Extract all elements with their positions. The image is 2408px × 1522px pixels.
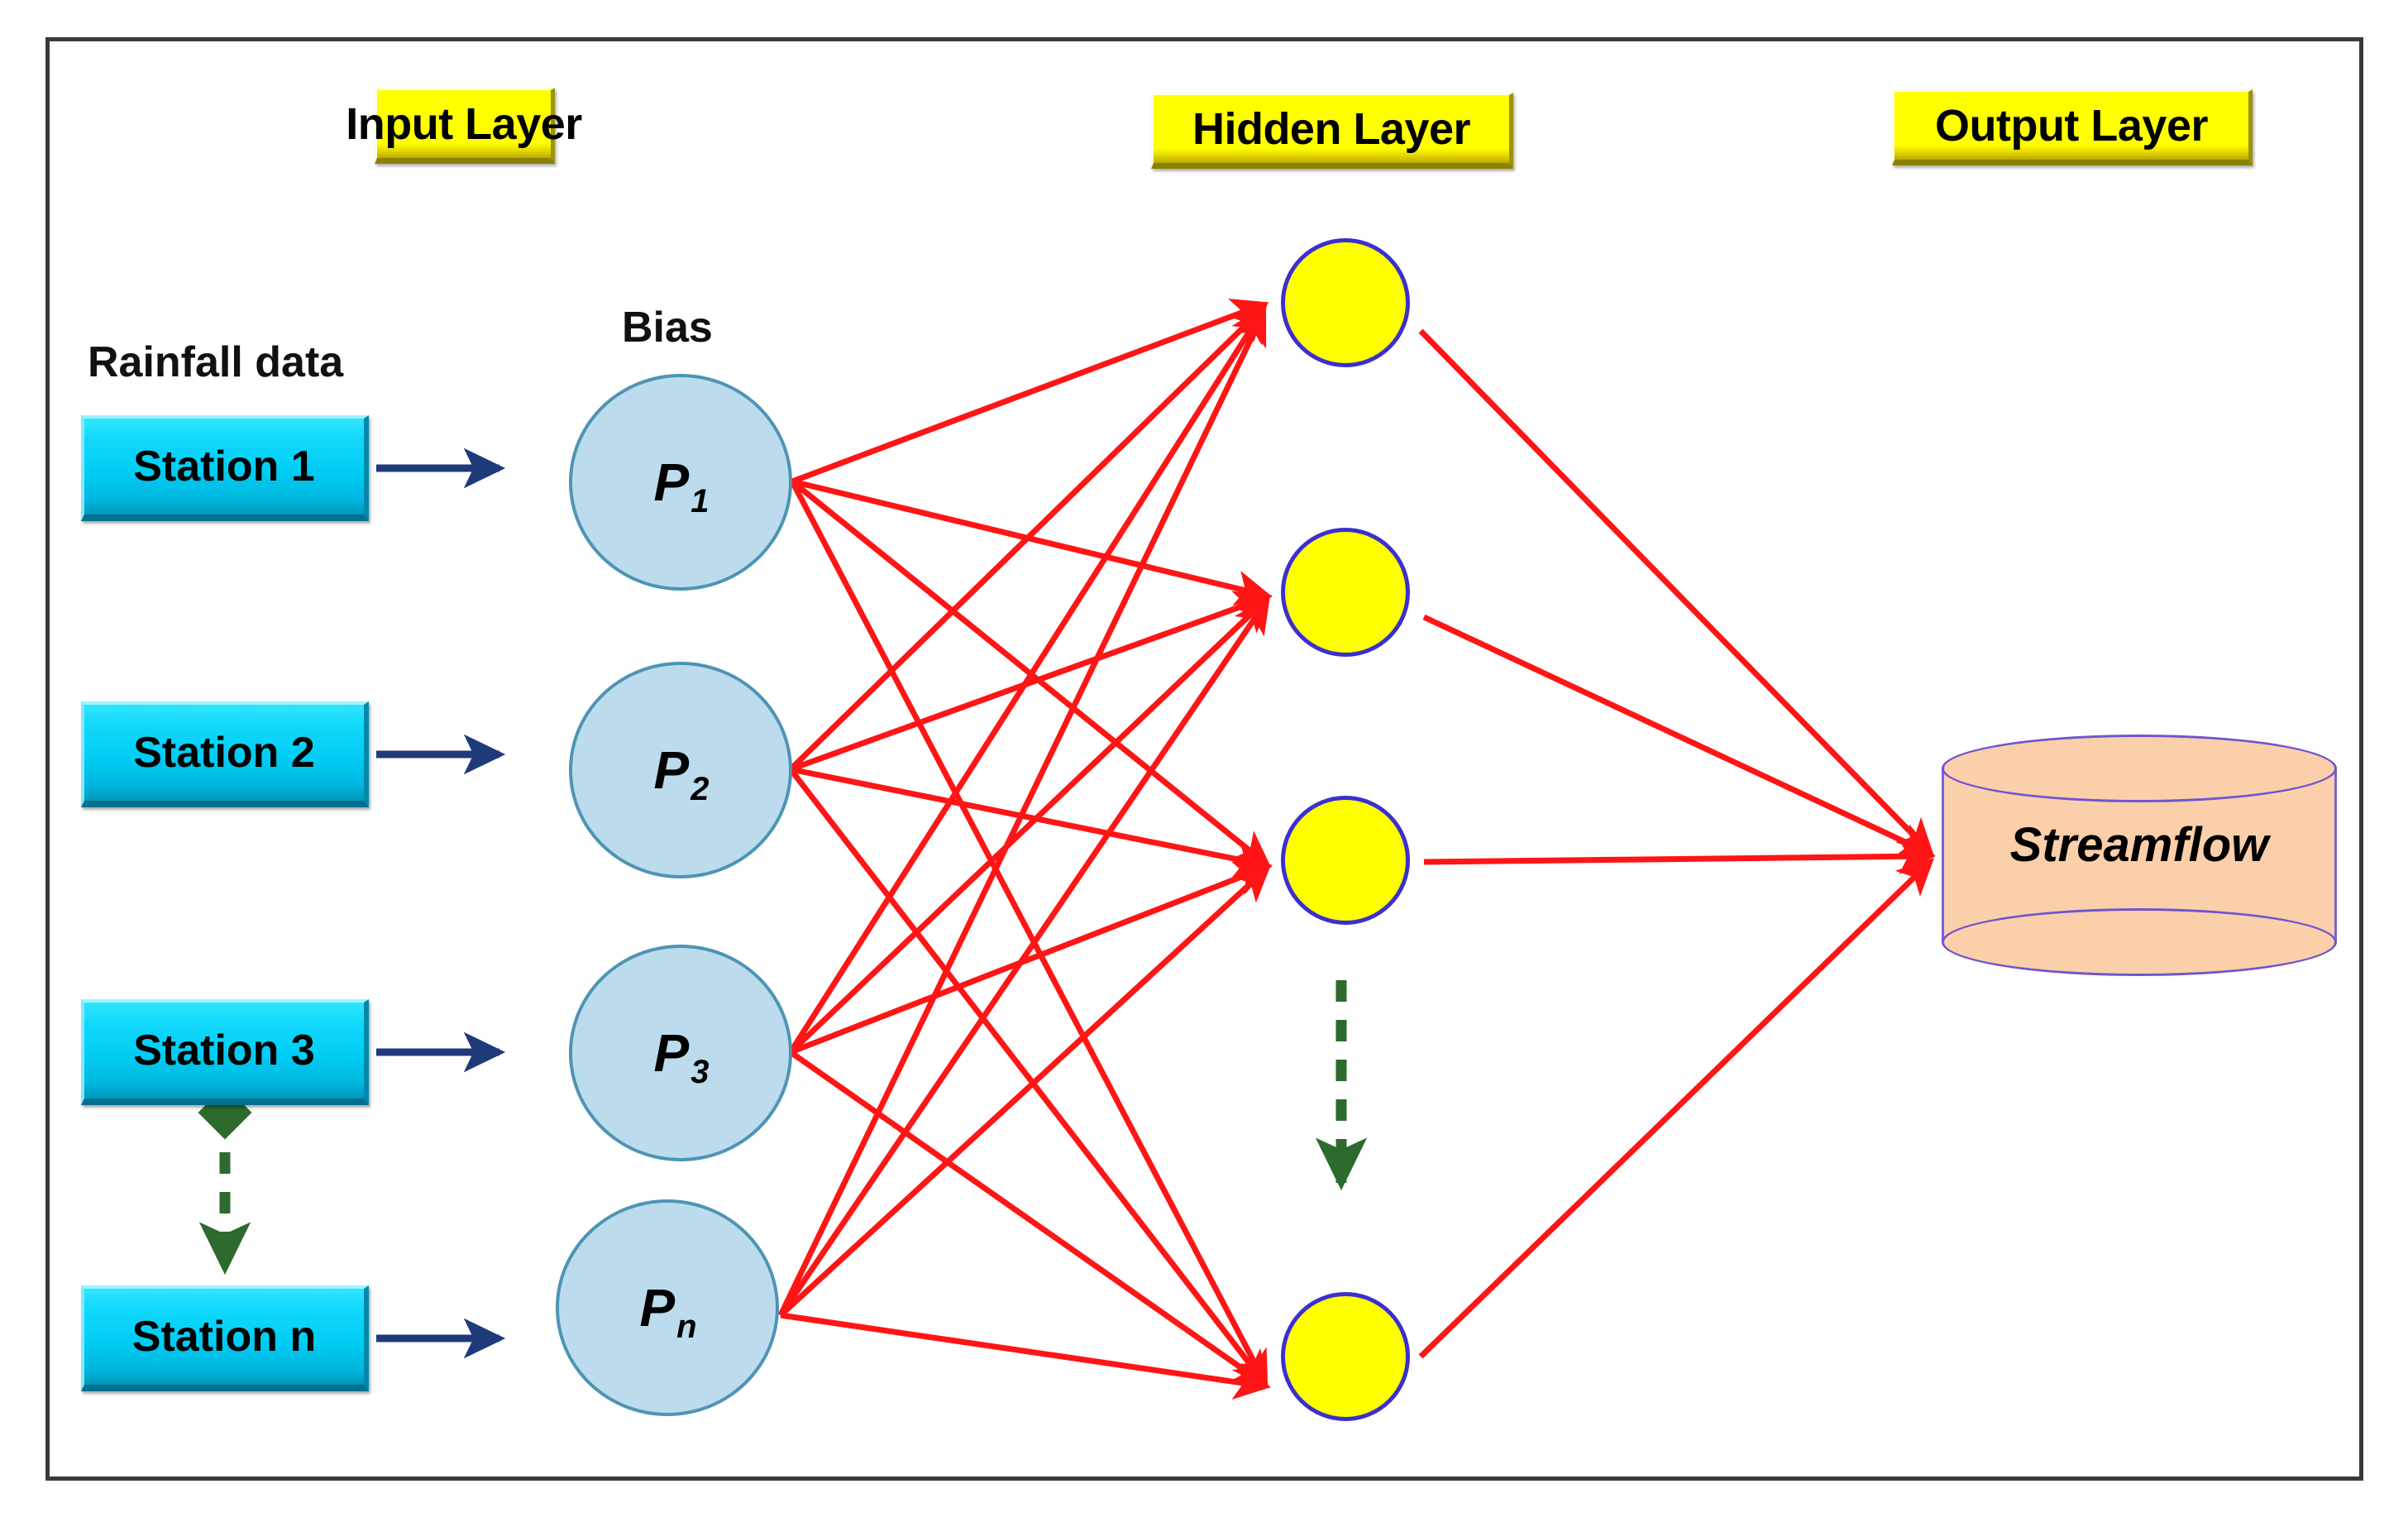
caption-hidden-layer-label: Hidden Layer — [1192, 104, 1471, 154]
input-node-p2-symbol: P — [653, 740, 690, 800]
station-box-n-label: Station n — [131, 1313, 317, 1361]
hidden-node-n[interactable] — [1281, 1292, 1410, 1421]
bias-label: Bias — [622, 304, 713, 352]
station-box-1-label: Station 1 — [133, 443, 315, 491]
input-node-p1[interactable]: P1 — [569, 374, 792, 591]
input-node-pn-subscript: n — [676, 1309, 697, 1345]
station-box-1[interactable]: Station 1 — [81, 415, 369, 521]
caption-output-layer-label: Output Layer — [1934, 101, 2209, 151]
hidden-node-1[interactable] — [1281, 238, 1410, 367]
output-streamflow-label: Streamflow — [2009, 818, 2269, 872]
input-node-p3[interactable]: P3 — [569, 945, 792, 1161]
input-node-p3-subscript: 3 — [690, 1054, 710, 1090]
caption-hidden-layer: Hidden Layer — [1151, 93, 1513, 169]
station-box-2-label: Station 2 — [133, 729, 315, 777]
station-box-n[interactable]: Station n — [81, 1285, 369, 1391]
input-node-p2[interactable]: P2 — [569, 662, 792, 878]
input-node-pn-label: Pn — [639, 1281, 696, 1343]
cylinder-bottom-ellipse — [1942, 908, 2337, 976]
input-node-p1-label: P1 — [654, 456, 710, 518]
input-node-p1-symbol: P — [653, 452, 690, 512]
caption-output-layer: Output Layer — [1892, 89, 2253, 165]
rainfall-data-label: Rainfall data — [88, 338, 344, 386]
caption-input-layer-label: Input Layer — [346, 99, 582, 149]
input-node-p3-symbol: P — [653, 1023, 690, 1083]
input-node-pn[interactable]: Pn — [556, 1199, 779, 1416]
input-node-pn-symbol: P — [639, 1278, 676, 1338]
input-node-p2-subscript: 2 — [690, 771, 710, 807]
station-box-3[interactable]: Station 3 — [81, 999, 369, 1105]
input-node-p2-label: P2 — [654, 744, 710, 806]
caption-input-layer: Input Layer — [346, 88, 582, 164]
station-box-3-label: Station 3 — [133, 1027, 315, 1074]
hidden-node-3[interactable] — [1281, 796, 1410, 925]
input-node-p1-subscript: 1 — [690, 483, 710, 519]
input-node-p3-label: P3 — [654, 1027, 710, 1089]
cylinder-top-ellipse — [1942, 735, 2337, 802]
output-streamflow-cylinder[interactable]: Streamflow — [1942, 735, 2337, 976]
station-box-2[interactable]: Station 2 — [81, 701, 369, 807]
hidden-node-2[interactable] — [1281, 528, 1410, 657]
